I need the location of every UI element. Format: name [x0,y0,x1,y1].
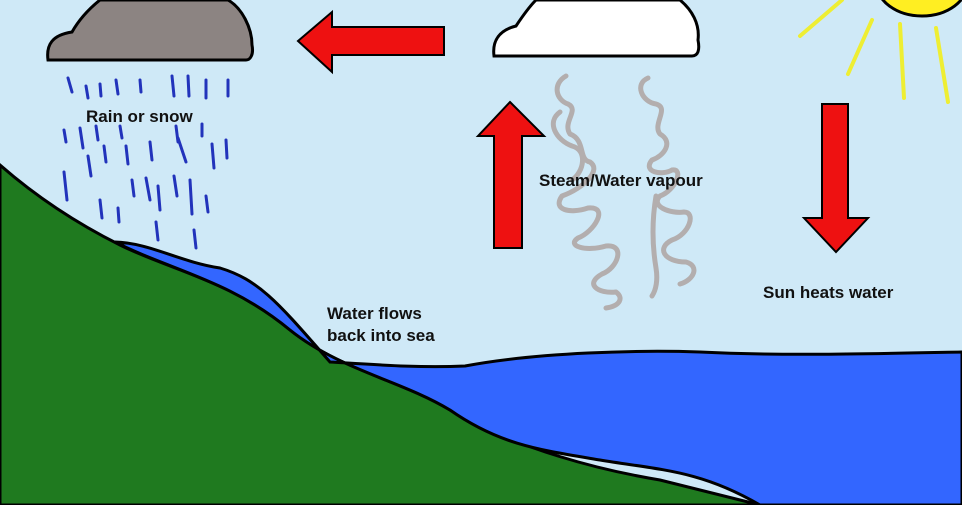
raindrop [62,170,69,202]
raindrop [170,74,176,98]
sun-icon [798,0,962,104]
label-water-flows-back: Water flows back into sea [327,303,435,347]
raindrop [148,140,154,162]
raindrop [98,82,103,98]
raindrop [116,206,121,224]
raindrop [172,174,179,198]
arrow-left-to-rain-cloud [296,9,445,75]
raindrop [188,178,194,216]
raindrop [94,124,100,142]
arrow-down-sun-heat [801,103,871,254]
raindrop [144,176,152,202]
raindrop [204,194,210,214]
rain-drops [62,74,230,250]
raindrop [176,136,188,164]
raindrop [98,198,104,220]
label-steam-water-vapour: Steam/Water vapour [539,171,703,190]
raindrop [138,78,143,94]
water [114,240,962,505]
raindrop [130,178,136,198]
raindrop [192,228,198,250]
raindrop [78,126,85,150]
vapour-squiggles [550,73,697,311]
raindrop [210,142,216,170]
raindrop [86,154,93,178]
label-sun-heats-water: Sun heats water [763,283,894,302]
raindrop [224,138,229,160]
label-rain-or-snow: Rain or snow [86,107,193,126]
raindrop [124,144,130,166]
raindrop [156,184,162,212]
rain-cloud-icon [46,0,254,62]
label-water-flows-line1: Water flows [327,304,422,323]
arrow-up-evaporation [475,100,547,249]
raindrop [186,74,191,98]
raindrop [114,78,120,96]
raindrop [102,144,108,164]
raindrop [62,128,68,144]
raindrop [118,124,124,140]
raindrop [66,76,74,94]
white-cloud-icon [492,0,701,58]
raindrop [84,84,90,100]
raindrop [154,220,160,242]
label-water-flows-line2: back into sea [327,326,435,345]
